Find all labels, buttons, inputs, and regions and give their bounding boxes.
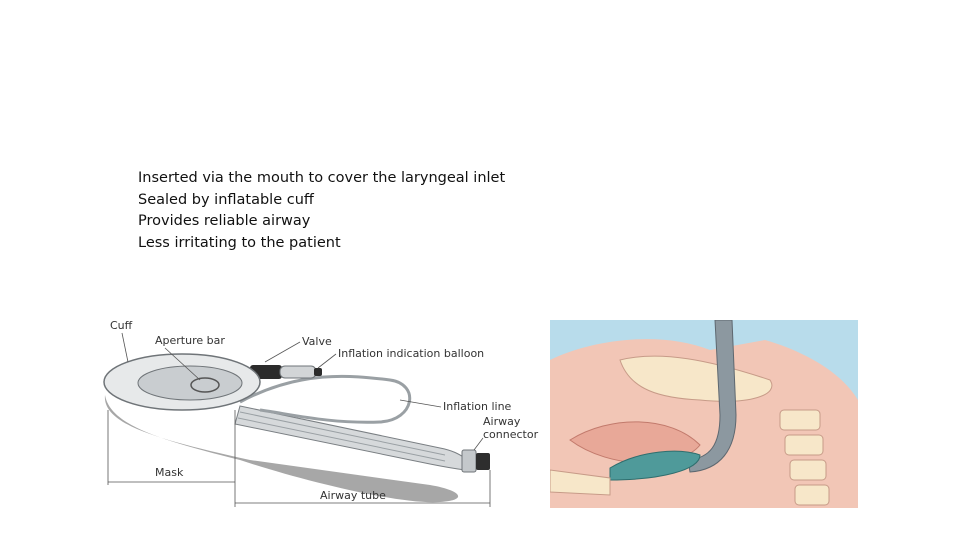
- spine: [779, 409, 830, 506]
- bullet-item: Inserted via the mouth to cover the lary…: [138, 170, 506, 186]
- airway-connector: [461, 449, 477, 473]
- inflation-line: [239, 374, 412, 424]
- tube-stripe: [237, 417, 446, 462]
- balloon-tip: [314, 368, 322, 376]
- bullet-list: Inserted via the mouth to cover the lary…: [138, 168, 505, 255]
- label-mask: Mask: [155, 466, 184, 479]
- bullet-item: Sealed by inflatable cuff: [138, 191, 314, 208]
- leader-line: [264, 341, 301, 363]
- label-valve: Valve: [302, 335, 332, 348]
- label-inflation-line: Inflation line: [443, 400, 512, 413]
- mask-bowl: [137, 365, 243, 401]
- airway-tube: [234, 405, 466, 471]
- trachea: [550, 469, 611, 496]
- label-cuff: Cuff: [110, 319, 133, 332]
- aperture-bars: [190, 377, 220, 393]
- tube-stripe: [239, 411, 446, 456]
- label-airway-tube: Airway tube: [320, 489, 386, 502]
- anatomical-illustration: [550, 320, 858, 508]
- label-airway-connector: connector: [483, 428, 539, 441]
- leader-line: [121, 332, 129, 363]
- label-inflation-balloon: Inflation indication balloon: [338, 347, 484, 360]
- label-aperture-bar: Aperture bar: [155, 334, 225, 347]
- leader-line: [164, 347, 201, 381]
- device-shadow: [104, 395, 459, 503]
- airway-connector-cap: [476, 453, 490, 470]
- leader-line: [317, 353, 337, 369]
- lma-device-diagram: Cuff Aperture bar Valve Inflation indica…: [103, 319, 539, 507]
- leader-line: [473, 437, 484, 451]
- label-airway-connector: Airway: [483, 415, 521, 428]
- bullet-item: Provides reliable airway: [138, 213, 311, 230]
- inserted-airway-tube: [687, 320, 737, 473]
- inflation-balloon: [279, 365, 317, 379]
- leader-line: [399, 399, 442, 408]
- inserted-cuff: [609, 450, 701, 481]
- bullet-item: Less irritating to the patient: [138, 235, 341, 252]
